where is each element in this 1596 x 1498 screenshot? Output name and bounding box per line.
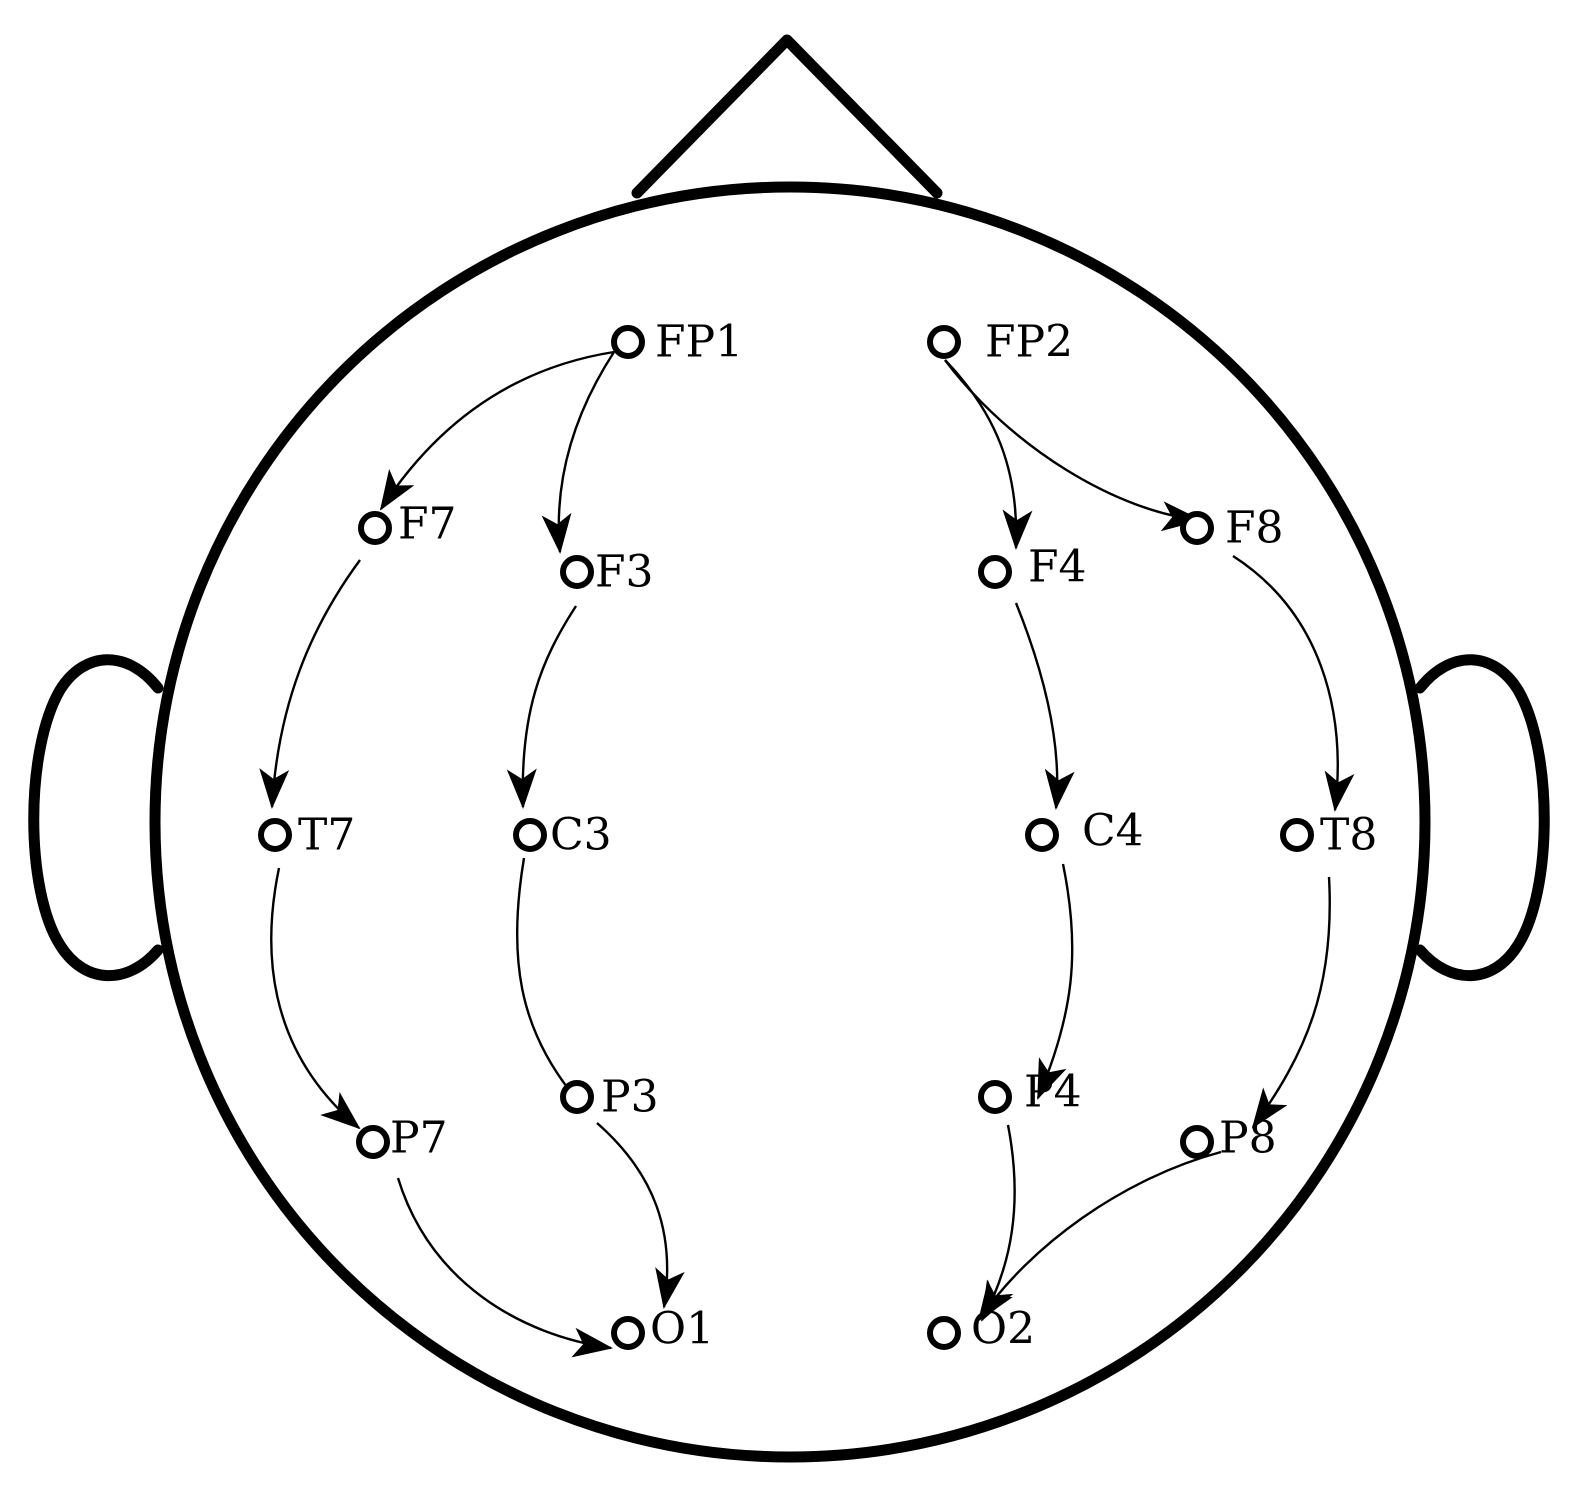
electrode-c3: C3 bbox=[513, 810, 612, 861]
electrode-label: F4 bbox=[1028, 542, 1087, 593]
connection-f7-to-t7 bbox=[259, 559, 361, 809]
electrode-label: F8 bbox=[1225, 503, 1284, 554]
electrode-p4: P4 bbox=[978, 1067, 1082, 1118]
connection-c4-to-p4 bbox=[1036, 863, 1074, 1100]
connection-t8-to-p8 bbox=[1251, 876, 1331, 1129]
electrode-marker-icon bbox=[358, 511, 392, 545]
electrode-label: T8 bbox=[1320, 810, 1377, 861]
electrode-f8: F8 bbox=[1180, 503, 1284, 554]
electrode-marker-icon bbox=[560, 555, 594, 589]
electrode-marker-icon bbox=[1025, 818, 1059, 852]
electrode-marker-icon bbox=[978, 1080, 1012, 1114]
connection-t7-to-p7 bbox=[270, 867, 361, 1130]
electrode-label: F3 bbox=[595, 547, 654, 598]
nose-icon bbox=[631, 34, 943, 199]
electrode-marker-icon bbox=[1180, 1125, 1214, 1159]
electrode-marker-icon bbox=[513, 818, 547, 852]
electrode-label: FP2 bbox=[985, 317, 1073, 368]
connection-p4-to-o2 bbox=[980, 1124, 1016, 1322]
electrode-o1: O1 bbox=[611, 1304, 714, 1355]
connection-fp2-to-f4 bbox=[944, 359, 1033, 550]
electrode-t8: T8 bbox=[1280, 810, 1377, 861]
electrode-label: F7 bbox=[398, 499, 457, 550]
electrode-marker-icon bbox=[611, 1316, 645, 1350]
electrode-marker-icon bbox=[560, 1080, 594, 1114]
connection-p3-to-o1 bbox=[596, 1122, 685, 1309]
electrode-fp2: FP2 bbox=[927, 317, 1073, 368]
electrode-o2: O2 bbox=[927, 1304, 1035, 1355]
connection-f3-to-c3 bbox=[506, 605, 578, 809]
electrode-f7: F7 bbox=[358, 499, 457, 550]
head-outline bbox=[28, 34, 1550, 1463]
electrode-c4: C4 bbox=[1025, 806, 1144, 857]
electrode-label: P4 bbox=[1024, 1067, 1082, 1118]
electrode-p3: P3 bbox=[560, 1072, 659, 1123]
electrode-connections bbox=[259, 350, 1355, 1358]
connection-fp2-to-f8 bbox=[944, 359, 1202, 532]
electrode-label: FP1 bbox=[655, 317, 743, 368]
connection-c3-to-p3 bbox=[515, 857, 571, 1092]
head-circle bbox=[149, 181, 1431, 1463]
electrode-t7: T7 bbox=[258, 810, 355, 861]
electrode-label: O2 bbox=[971, 1304, 1035, 1355]
connection-fp1-to-f3 bbox=[541, 351, 616, 554]
electrode-label: O1 bbox=[650, 1304, 714, 1355]
connection-p7-to-o1 bbox=[396, 1177, 613, 1358]
electrode-p8: P8 bbox=[1180, 1113, 1277, 1164]
electrode-marker-icon bbox=[611, 325, 645, 359]
electrode-label: T7 bbox=[298, 810, 355, 861]
electrode-marker-icon bbox=[1180, 511, 1214, 545]
electrode-label: C4 bbox=[1082, 806, 1144, 857]
electrode-marker-icon bbox=[927, 325, 961, 359]
electrode-fp1: FP1 bbox=[611, 317, 743, 368]
electrode-marker-icon bbox=[1280, 818, 1314, 852]
left-ear-icon bbox=[28, 654, 164, 982]
connection-p8-to-o2 bbox=[977, 1150, 1222, 1322]
electrode-marker-icon bbox=[356, 1125, 390, 1159]
connection-fp1-to-f7 bbox=[379, 350, 615, 511]
electrode-label: P7 bbox=[390, 1113, 448, 1164]
electrode-marker-icon bbox=[927, 1316, 961, 1350]
electrode-marker-icon bbox=[978, 555, 1012, 589]
right-ear-icon bbox=[1414, 654, 1550, 982]
electrode-label: C3 bbox=[550, 810, 612, 861]
electrode-f4: F4 bbox=[978, 542, 1087, 593]
electrode-label: P8 bbox=[1219, 1113, 1277, 1164]
electrode-marker-icon bbox=[258, 818, 292, 852]
electrode-label: P3 bbox=[601, 1072, 659, 1123]
electrode-f3: F3 bbox=[560, 547, 654, 598]
electrode-p7: P7 bbox=[356, 1113, 448, 1164]
connection-f8-to-t8 bbox=[1232, 554, 1355, 812]
connection-f4-to-c4 bbox=[1014, 602, 1075, 810]
